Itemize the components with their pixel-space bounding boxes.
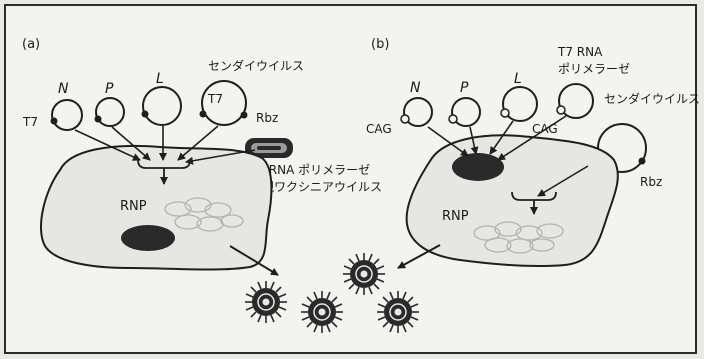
virion-2 [343,253,385,295]
t7pol-line2-b: ポリメラーゼ [558,62,630,76]
virion-3 [301,291,343,333]
rnp-label-b: RNP [442,209,469,224]
panel-b: (b) N P L T7 RNA [366,37,700,266]
nucleus-a [121,225,175,251]
panel-a-label: (a) [22,37,40,52]
plasmid-l-label-b: L [514,71,522,87]
virion-1 [245,281,287,323]
virus-label-a: センダイウイルス [208,58,304,73]
plasmid-p-b: P [449,80,480,126]
plasmid-l-label-a: L [156,71,164,87]
plasmid-virus-a: センダイウイルス T7 [200,58,305,125]
plasmid-p-a: P [95,81,125,126]
plasmid-n-label-b: N [410,80,421,96]
rnp-label-a: RNP [120,199,147,214]
rbz-label-a: Rbz [256,111,278,125]
virion-group [245,253,419,333]
t7pol-line1-b: T7 RNA [557,45,603,59]
plasmid-l-b: L [501,71,537,121]
t7-inner-label-a: T7 [207,92,223,106]
arrow-b-to-virions [398,245,440,268]
nucleus-b [452,153,504,181]
cag-left-label-b: CAG [366,122,392,136]
virus-label-b: センダイウイルス [604,91,700,106]
plasmid-t7pol-b: T7 RNA ポリメラーゼ [557,45,630,118]
plasmid-n-label-a: N [58,81,69,97]
plasmid-p-label-a: P [105,81,114,97]
panel-a: (a) N P L [22,37,382,270]
virion-4 [377,291,419,333]
panel-b-label: (b) [371,37,389,52]
plasmid-n-b: N [401,80,432,126]
plasmid-p-label-b: P [460,80,469,96]
plasmid-l-a: L [142,71,182,125]
plasmid-n-a: N [51,81,83,130]
rbz-label-b: Rbz [640,175,662,189]
t7-promoter-label-a: T7 [22,115,38,129]
